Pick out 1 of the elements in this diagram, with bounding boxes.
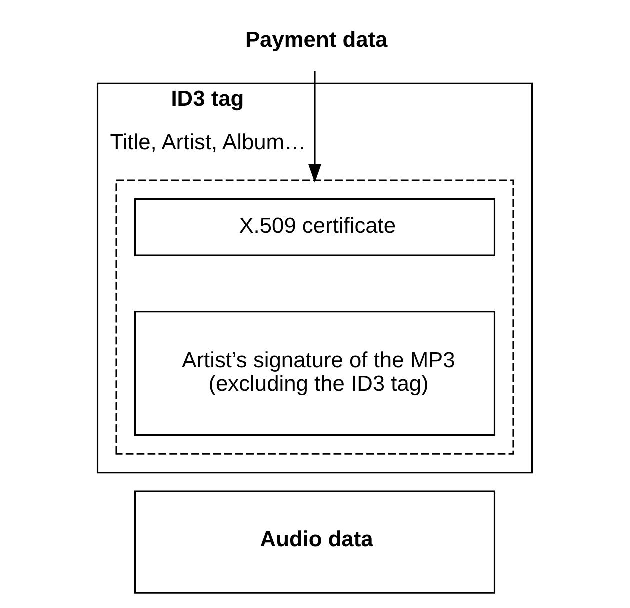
- node-text: Payment data: [245, 27, 388, 52]
